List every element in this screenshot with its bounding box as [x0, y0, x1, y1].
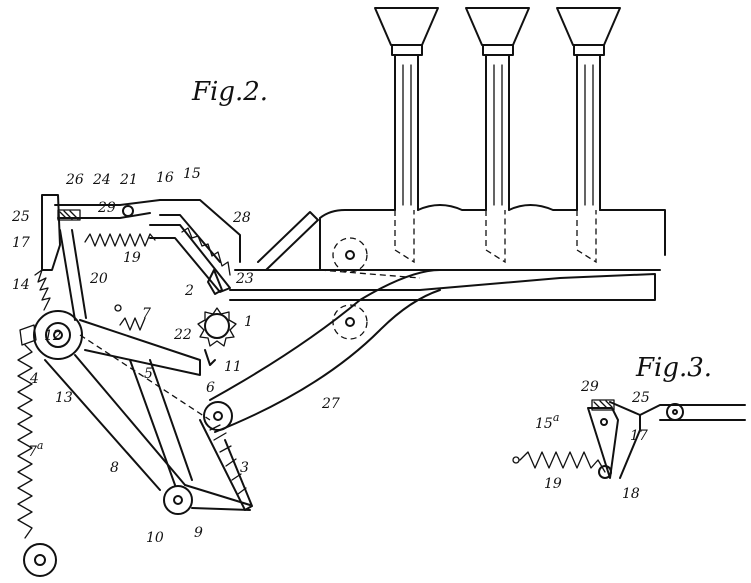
arm-5-dashed: [79, 334, 211, 421]
lever-27: [203, 269, 441, 433]
label-2: 2: [184, 283, 194, 299]
fig3-title: Fig.3.: [635, 353, 712, 383]
fig3-label-18: 18: [622, 486, 640, 502]
push-rod-28: [159, 199, 319, 271]
label-7a-sup: a: [37, 439, 44, 452]
label-10: 10: [146, 530, 164, 546]
label-27: 27: [321, 396, 340, 412]
spring-7-anchor: [114, 304, 122, 312]
label-15: 15: [183, 166, 201, 182]
rack-bar-23: [149, 224, 231, 293]
label-1: 1: [244, 314, 253, 330]
star-wheel-22: [197, 307, 237, 347]
lever-9: [184, 484, 251, 511]
arm-5: [79, 319, 201, 376]
fig2-drawing: Fig.2. 26 24 21 16 15 25 29 28 17 19 20 …: [11, 7, 666, 577]
label-8: 8: [110, 460, 119, 476]
fig3-drawing: Fig.3. 29 25 15a 17 19 18: [512, 353, 746, 502]
label-13: 13: [55, 390, 73, 406]
label-9: 9: [194, 525, 203, 541]
label-4: 4: [29, 371, 39, 387]
fig3-spring-19: [519, 451, 606, 473]
label-24: 24: [92, 172, 111, 188]
fig2-title: Fig.2.: [191, 77, 268, 107]
label-5: 5: [144, 366, 153, 382]
label-25: 25: [11, 209, 30, 225]
label-17: 17: [12, 235, 30, 251]
main-hub-12: [19, 310, 83, 360]
hopper-middle: [465, 7, 530, 264]
hopper-right: [556, 7, 621, 264]
gear-segment-14: [34, 269, 51, 311]
label-19: 19: [123, 250, 141, 266]
fig3-label-29: 29: [580, 379, 599, 395]
fig3-label-17: 17: [630, 428, 648, 444]
hopper-left: [374, 7, 439, 264]
blade-3: [199, 419, 253, 511]
fig3-label-19: 19: [544, 476, 562, 492]
spring-19: [84, 233, 156, 247]
label-16: 16: [156, 170, 174, 186]
label-14: 14: [12, 277, 30, 293]
fig3-label-15a: 15a: [535, 411, 559, 432]
label-7a-main: 7: [28, 444, 37, 460]
fig3-label-15a-sup: a: [553, 411, 560, 424]
label-20: 20: [89, 271, 108, 287]
latch-11: [204, 349, 216, 366]
fig3-part-29: [591, 399, 615, 411]
label-7a: 7a: [28, 439, 43, 460]
spring-7a: [17, 344, 57, 577]
label-26: 26: [65, 172, 84, 188]
label-11: 11: [224, 359, 242, 375]
link-20: [59, 229, 87, 321]
label-12: 12: [44, 328, 62, 344]
upper-arm-16: [54, 199, 161, 219]
label-6: 6: [206, 380, 215, 396]
label-28: 28: [232, 210, 251, 226]
label-3: 3: [240, 460, 249, 476]
label-21: 21: [119, 172, 138, 188]
fig3-label-15a-main: 15: [535, 416, 553, 432]
pawl-2: [207, 269, 223, 295]
spring-7: [119, 317, 146, 331]
main-frame: [229, 204, 666, 340]
plate-17: [41, 194, 81, 271]
fig3-label-25: 25: [631, 390, 650, 406]
label-23: 23: [235, 271, 254, 287]
lever-8: [44, 354, 193, 515]
label-22: 22: [173, 327, 192, 343]
label-7: 7: [142, 306, 151, 322]
label-29: 29: [97, 200, 116, 216]
